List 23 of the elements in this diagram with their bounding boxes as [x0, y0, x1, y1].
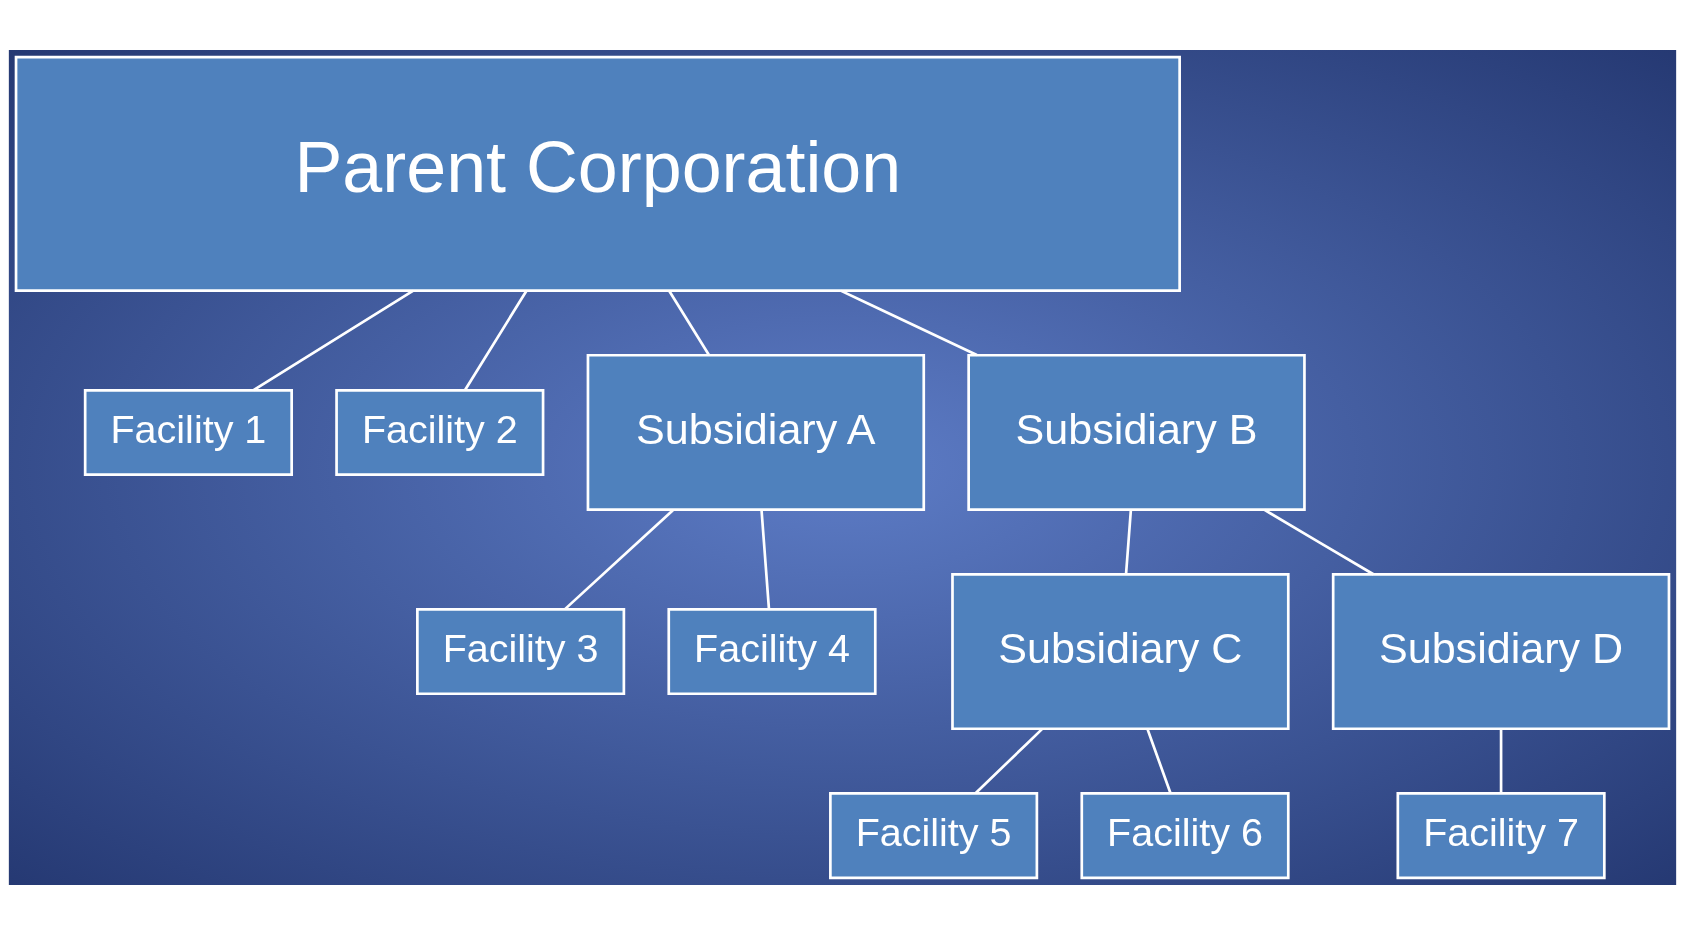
connector [1124, 509, 1133, 574]
connector [668, 290, 711, 356]
connector [1263, 508, 1375, 575]
connector [1146, 727, 1172, 794]
connector [564, 508, 674, 610]
node-box: Subsidiary A [586, 353, 926, 511]
connector [463, 290, 528, 391]
node-box: Facility 5 [829, 791, 1039, 879]
connector [760, 509, 771, 609]
node-box: Parent Corporation [14, 55, 1181, 292]
node-box: Facility 1 [83, 388, 293, 476]
node-box: Facility 2 [335, 388, 545, 476]
node-box: Facility 6 [1080, 791, 1290, 879]
connector [840, 289, 978, 356]
connector [1499, 728, 1503, 793]
connector [974, 727, 1044, 794]
node-box: Facility 3 [416, 607, 626, 695]
node-box: Facility 7 [1396, 791, 1606, 879]
node-box: Subsidiary C [951, 572, 1290, 730]
node-box: Facility 4 [667, 607, 877, 695]
node-box: Subsidiary B [967, 353, 1306, 511]
connector [252, 289, 414, 391]
node-box: Subsidiary D [1331, 572, 1671, 730]
